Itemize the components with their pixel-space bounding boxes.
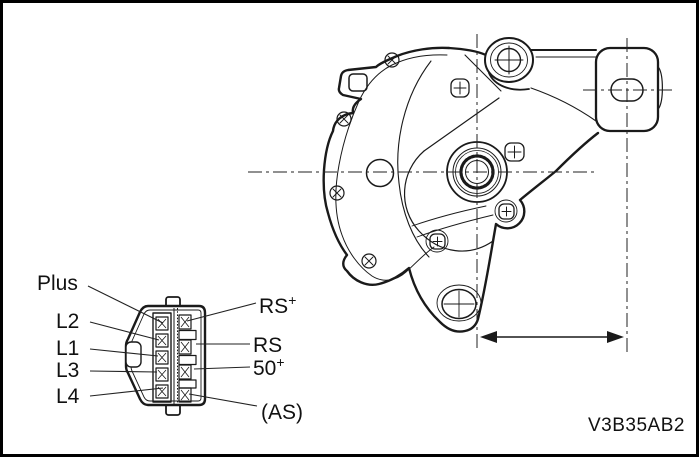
pin-label-as: (AS) xyxy=(261,399,303,424)
leader-l3 xyxy=(89,370,158,373)
leader-l2 xyxy=(89,321,160,341)
dimension-arrow xyxy=(480,331,624,343)
boss-skirt xyxy=(488,72,530,91)
body-hole xyxy=(365,158,395,188)
leader-l4 xyxy=(89,387,164,397)
leader-l1 xyxy=(89,348,159,357)
pin-label-as-base: (AS) xyxy=(261,401,303,424)
rotor-edge xyxy=(423,97,500,152)
leader-lines xyxy=(87,285,258,407)
tab-hole xyxy=(348,73,368,92)
arm-hole xyxy=(436,284,482,322)
bracket-band-line2 xyxy=(416,214,494,238)
switch-body-outline xyxy=(322,46,600,333)
arrowhead-left xyxy=(480,331,497,343)
leader-plus xyxy=(87,285,164,324)
switch-drawing xyxy=(322,37,663,333)
connector-drawing xyxy=(124,296,207,416)
leader-rs-plus xyxy=(186,302,257,322)
pin-label-rs: RS xyxy=(253,332,282,357)
left-pin-frame xyxy=(152,312,172,403)
pin-label-l4: L4 xyxy=(56,385,80,408)
pin-label-l3: L3 xyxy=(56,359,80,382)
bracket-band-line xyxy=(411,205,487,227)
phillips-screw-icons xyxy=(429,78,525,250)
centerlines xyxy=(248,34,674,354)
figure-code: V3B35AB2 xyxy=(588,415,685,436)
pivot-boss xyxy=(484,37,534,83)
gasket-line xyxy=(335,54,448,281)
cavity-line xyxy=(397,60,432,258)
pin-label-rs-plus: RS+ xyxy=(259,293,296,318)
pin-label-50-base: 50 xyxy=(253,357,277,380)
pin-label-rs-base: RS xyxy=(253,334,283,357)
leader-as xyxy=(188,393,258,407)
bracket-lower-edge xyxy=(530,87,597,122)
arrowhead-right xyxy=(607,331,624,343)
pin-label-rs-plus-base: RS xyxy=(259,295,289,318)
pin-label-50-sup: + xyxy=(276,354,285,370)
pin-label-plus: Plus xyxy=(37,272,78,295)
pin-label-rs-plus-sup: + xyxy=(288,292,297,308)
pin-label-l2: L2 xyxy=(56,310,80,333)
boss-edge xyxy=(464,54,502,92)
top-edge-right xyxy=(447,46,488,57)
right-pin-icons xyxy=(178,314,197,403)
screw-lobe-2 xyxy=(494,199,518,223)
leader-50-plus xyxy=(193,366,251,370)
rotor-arc xyxy=(404,150,494,252)
pin-label-50-plus: 50+ xyxy=(253,355,285,380)
pin-label-l1: L1 xyxy=(56,337,80,360)
screw-lobe-1 xyxy=(425,229,449,253)
flange-screw-icons xyxy=(329,52,400,269)
left-pin-icons xyxy=(155,316,169,399)
connector-shell-inner xyxy=(130,309,202,402)
